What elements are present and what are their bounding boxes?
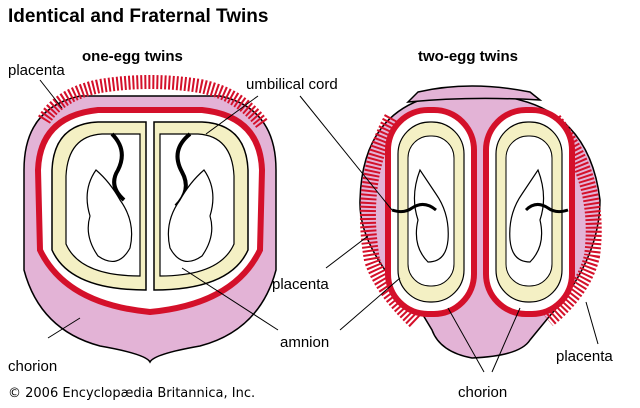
one-egg-twins-illustration: [23, 75, 277, 364]
leader-placenta-right: [585, 301, 599, 345]
leader-chorion-right-b: [491, 307, 521, 373]
left-umbilical-cord-1: [110, 132, 126, 202]
leader-amnion-b: [339, 277, 401, 331]
label-amnion: amnion: [280, 334, 330, 351]
leader-placenta-mid: [325, 235, 369, 269]
two-egg-twins-heading: two-egg twins: [418, 48, 518, 65]
label-umbilical-cord: umbilical cord: [246, 76, 338, 93]
copyright-notice: © 2006 Encyclopædia Britannica, Inc.: [8, 386, 256, 401]
right-placenta-fringe-left: [359, 114, 422, 328]
leader-lines: [39, 79, 599, 373]
label-placenta-right: placenta: [556, 348, 613, 365]
right-umbilical-cord-1: [391, 203, 437, 214]
label-placenta-left: placenta: [8, 62, 65, 79]
leader-chorion-left: [47, 317, 81, 339]
label-chorion-left: chorion: [8, 358, 58, 375]
label-placenta-middle: placenta: [272, 276, 329, 293]
leader-placenta-left: [39, 79, 63, 109]
leader-amnion-a: [181, 267, 279, 331]
label-chorion-right: chorion: [458, 384, 508, 401]
left-placenta-fringe: [38, 75, 268, 129]
left-embryo-2: [167, 169, 214, 263]
figure-title: Identical and Fraternal Twins: [8, 6, 269, 27]
leader-chorion-right-a: [447, 307, 485, 373]
right-placenta-fringe-right: [542, 115, 602, 327]
leader-umbilical-cord-a: [205, 95, 259, 135]
left-embryo-1: [86, 169, 133, 263]
right-top-cap: [405, 85, 543, 103]
leader-umbilical-cord-b: [299, 95, 393, 211]
one-egg-twins-heading: one-egg twins: [82, 48, 183, 65]
two-egg-twins-illustration: [359, 85, 602, 359]
right-umbilical-cord-2: [524, 203, 569, 214]
